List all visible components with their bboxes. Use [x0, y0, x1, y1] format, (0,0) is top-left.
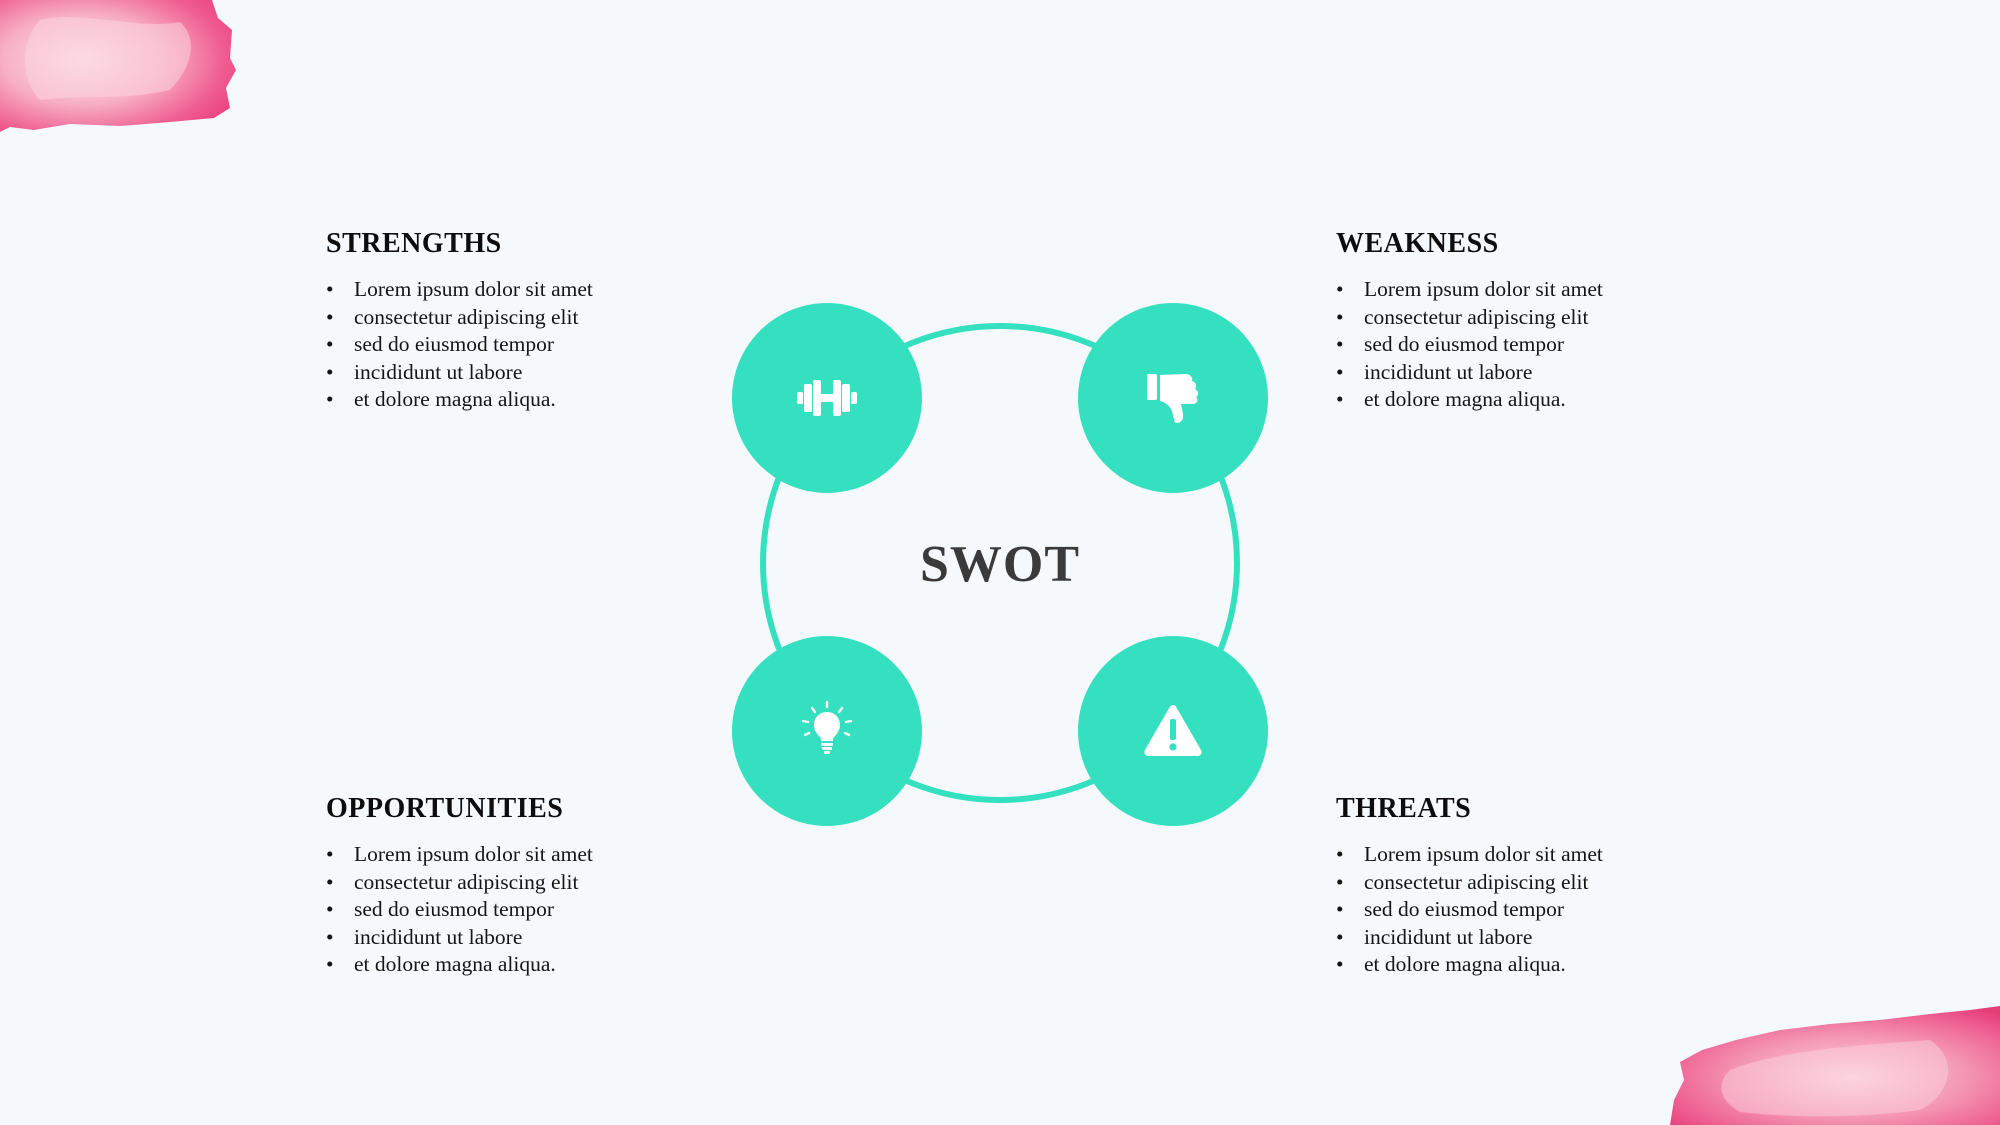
strengths-block: STRENGTHS Lorem ipsum dolor sit amet con… [326, 226, 746, 414]
threats-list: Lorem ipsum dolor sit amet consectetur a… [1336, 841, 1756, 979]
list-item: et dolore magna aliqua. [1336, 951, 1756, 979]
lightbulb-icon [801, 700, 853, 754]
list-item: incididunt ut labore [1336, 924, 1756, 952]
opportunities-title: OPPORTUNITIES [326, 793, 564, 824]
threats-block: THREATS Lorem ipsum dolor sit amet conse… [1336, 791, 1756, 979]
list-item: et dolore magna aliqua. [326, 386, 746, 414]
list-item: et dolore magna aliqua. [1336, 386, 1756, 414]
strengths-list: Lorem ipsum dolor sit amet consectetur a… [326, 276, 746, 414]
list-item: sed do eiusmod tempor [326, 331, 746, 359]
weakness-list: Lorem ipsum dolor sit amet consectetur a… [1336, 276, 1756, 414]
swot-center-label: SWOT [919, 536, 1081, 593]
strengths-node [732, 303, 922, 493]
list-item: Lorem ipsum dolor sit amet [1336, 276, 1756, 304]
weakness-title: WEAKNESS [1336, 228, 1499, 259]
list-item: Lorem ipsum dolor sit amet [1336, 841, 1756, 869]
list-item: incididunt ut labore [1336, 359, 1756, 387]
list-item: sed do eiusmod tempor [326, 896, 746, 924]
list-item: consectetur adipiscing elit [326, 304, 746, 332]
weakness-node [1078, 303, 1268, 493]
dumbbell-icon [797, 380, 857, 416]
list-item: sed do eiusmod tempor [1336, 331, 1756, 359]
pink-watercolor-splash-bottom-right [1670, 1006, 2000, 1125]
opportunities-node [732, 636, 922, 826]
opportunities-list: Lorem ipsum dolor sit amet consectetur a… [326, 841, 746, 979]
list-item: consectetur adipiscing elit [1336, 869, 1756, 897]
weakness-block: WEAKNESS Lorem ipsum dolor sit amet cons… [1336, 226, 1756, 414]
list-item: Lorem ipsum dolor sit amet [326, 276, 746, 304]
warning-icon [1144, 705, 1202, 756]
threats-title: THREATS [1336, 793, 1472, 824]
list-item: consectetur adipiscing elit [1336, 304, 1756, 332]
strengths-title: STRENGTHS [326, 228, 502, 259]
list-item: incididunt ut labore [326, 359, 746, 387]
opportunities-block: OPPORTUNITIES Lorem ipsum dolor sit amet… [326, 791, 746, 979]
list-item: sed do eiusmod tempor [1336, 896, 1756, 924]
pink-watercolor-splash-top-left [0, 0, 236, 132]
list-item: incididunt ut labore [326, 924, 746, 952]
threats-node [1078, 636, 1268, 826]
thumbs-down-icon [1147, 374, 1199, 423]
list-item: Lorem ipsum dolor sit amet [326, 841, 746, 869]
list-item: consectetur adipiscing elit [326, 869, 746, 897]
list-item: et dolore magna aliqua. [326, 951, 746, 979]
